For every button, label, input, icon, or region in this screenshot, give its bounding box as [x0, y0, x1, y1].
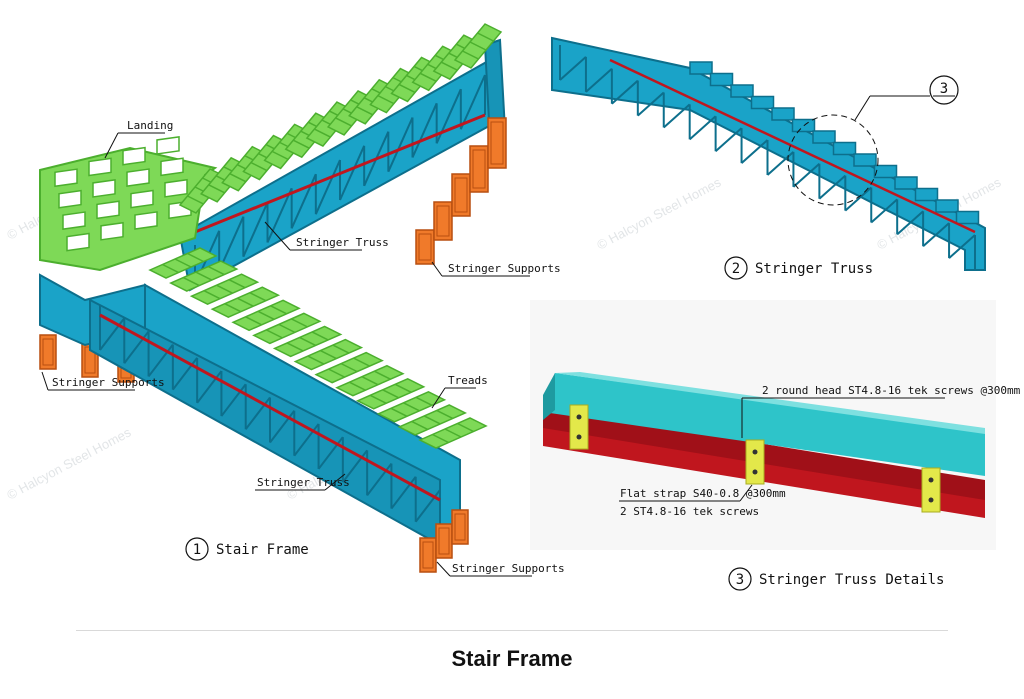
landing-treads [39, 135, 218, 272]
tek-screw [752, 469, 758, 475]
label-stringer-supports-left: Stringer Supports [52, 376, 165, 389]
stair-step [873, 164, 898, 179]
label-stringer-truss-lower: Stringer Truss [257, 476, 350, 489]
tek-screw [576, 414, 582, 420]
stair-step [935, 199, 959, 213]
stair-step [750, 95, 775, 110]
label-strap-screws: 2 ST4.8-16 tek screws [620, 505, 759, 518]
label-treads: Treads [448, 374, 488, 387]
stair-step [955, 210, 980, 225]
stringer-support-block [435, 523, 453, 559]
stair-step [894, 176, 918, 190]
tek-screw [576, 434, 582, 440]
tek-screw [928, 477, 934, 483]
detail-labels: 2 round head ST4.8-16 tek screws @300mm … [619, 384, 1021, 591]
figure3-number: 3 [736, 572, 744, 588]
stringer-truss-labels: 3 2 Stringer Truss [724, 75, 959, 280]
label-flat-strap: Flat strap S40-0.8 @300mm [620, 487, 786, 500]
figure2-number: 2 [732, 261, 740, 277]
lower-stringer-truss [89, 283, 461, 547]
upper-stringer-supports [415, 117, 507, 265]
tek-screw [752, 449, 758, 455]
label-stringer-supports-upper: Stringer Supports [448, 262, 561, 275]
detail-callout-marker [929, 75, 959, 105]
figure2-caption: Stringer Truss [755, 261, 873, 277]
stringer-truss-model [551, 36, 986, 271]
figure1-caption: Stair Frame [216, 542, 309, 558]
stair-frame-model [39, 23, 507, 573]
figure-number-circle [185, 537, 209, 561]
lower-flight-treads [148, 247, 488, 449]
label-stringer-supports-lower: Stringer Supports [452, 562, 565, 575]
stair-step [709, 72, 734, 87]
watermark: © Halcyon Steel Homes [4, 424, 133, 502]
stringer-support-block [451, 173, 471, 217]
label-tek-screws: 2 round head ST4.8-16 tek screws @300mm [762, 384, 1021, 397]
flat-strap [921, 467, 941, 513]
stair-step [771, 107, 795, 121]
label-landing: Landing [127, 119, 173, 132]
page-title: Stair Frame [451, 646, 573, 671]
flat-strap [745, 439, 765, 485]
stair-step [730, 84, 754, 98]
figure3-caption: Stringer Truss Details [759, 572, 944, 588]
lower-stringer-supports [419, 509, 469, 573]
stair-step [853, 153, 877, 167]
stair-step [812, 130, 836, 144]
flat-strap [569, 404, 589, 450]
stringer-support-block [469, 145, 489, 193]
stringer-support-block [487, 117, 507, 169]
stair-step [832, 141, 857, 156]
watermark: © Halcyon Steel Homes [594, 174, 723, 252]
figure1-number: 1 [193, 542, 201, 558]
label-stringer-truss-upper: Stringer Truss [296, 236, 389, 249]
stair-step [791, 118, 816, 133]
stair-frame-labels: Landing Stringer Truss Stringer Supports… [41, 119, 565, 577]
detail-callout-circle [787, 114, 879, 206]
stringer-support-block [419, 537, 437, 573]
stringer-truss-detail-model [530, 300, 996, 550]
stair-step [914, 187, 939, 202]
stringer-support-block [433, 201, 453, 241]
stringer-support-block [415, 229, 435, 265]
stair-step [689, 61, 713, 75]
detail-callout-number: 3 [940, 81, 948, 97]
stringer-support-block [39, 334, 57, 370]
tek-screw [928, 497, 934, 503]
stringer-support-block [451, 509, 469, 545]
title-divider [76, 630, 948, 631]
upper-flight-treads [178, 23, 503, 214]
